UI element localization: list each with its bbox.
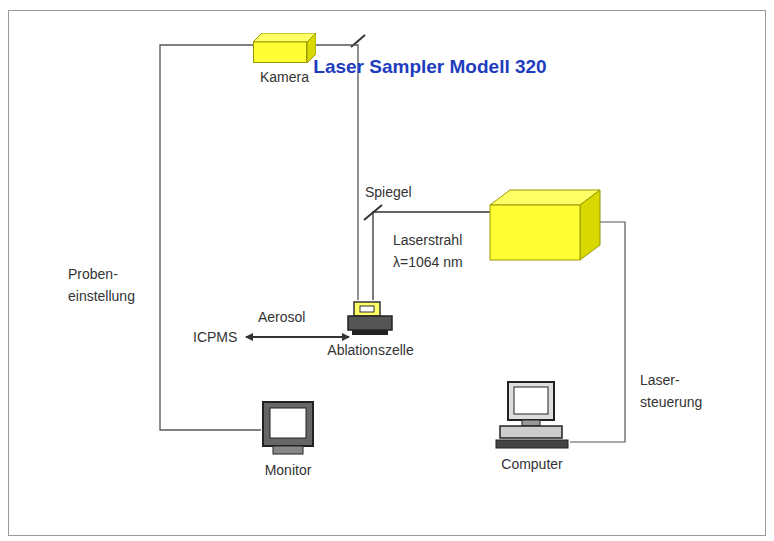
control-label: Laser- steuerung bbox=[640, 369, 720, 413]
aerosol-label: Aerosol bbox=[258, 306, 305, 328]
aerosol-arrow bbox=[246, 336, 349, 338]
node-label: Monitor bbox=[261, 462, 315, 478]
node-label: Ablationszelle bbox=[327, 342, 414, 358]
node-label: Kamera bbox=[253, 69, 316, 85]
edge-label: Proben- einstellung bbox=[68, 263, 154, 307]
computer-icon bbox=[494, 380, 570, 450]
beam-label: Laserstrahl λ=1064 nm bbox=[393, 229, 485, 273]
camera-icon bbox=[253, 33, 316, 63]
icpms-label: ICPMS bbox=[193, 326, 237, 348]
monitor-icon bbox=[261, 400, 315, 456]
mirror-label: Spiegel bbox=[365, 181, 412, 203]
laser-beam bbox=[373, 212, 490, 300]
computer-node: Computer bbox=[494, 380, 570, 472]
laser-unit bbox=[490, 190, 600, 260]
ablation-cell-node: Ablationszelle bbox=[327, 300, 414, 358]
video-wire bbox=[160, 45, 261, 430]
node-label: Computer bbox=[494, 456, 570, 472]
optical-path bbox=[316, 45, 358, 300]
monitor-node: Monitor bbox=[261, 400, 315, 478]
control-wire bbox=[570, 222, 625, 442]
cell-icon bbox=[346, 300, 396, 336]
camera-node: Kamera bbox=[253, 33, 316, 85]
